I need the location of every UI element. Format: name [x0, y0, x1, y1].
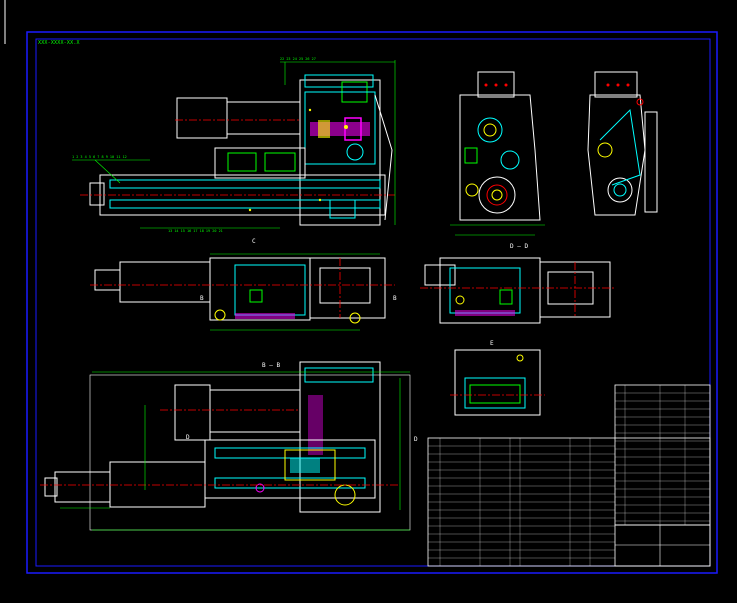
section-mark-d-left: D [186, 434, 190, 441]
section-label-c: C [252, 238, 256, 245]
section-mark-b-right: B [393, 295, 397, 302]
section-mark-b-left: B [200, 295, 204, 302]
section-bb-view [40, 361, 411, 531]
section-label-e: E [490, 340, 494, 347]
svg-text:22 23 24 25 26 27: 22 23 24 25 26 27 [280, 57, 316, 61]
section-label-dd: D — D [510, 243, 529, 250]
section-e-view [450, 349, 545, 416]
side-view-right [587, 71, 658, 216]
svg-text:1 2 3 4 5 6 7 8 9 10 11 12: 1 2 3 4 5 6 7 8 9 10 11 12 [72, 155, 127, 159]
section-dd-view [420, 257, 615, 324]
drawing-tag: XXX-XXXX-XX.X [38, 40, 80, 46]
svg-text:13 14 15 16 17 18 19 20 21: 13 14 15 16 17 18 19 20 21 [168, 229, 223, 233]
drawing-frame [35, 38, 711, 567]
side-view-left [450, 71, 545, 236]
sheet-border [26, 31, 718, 574]
section-c-view [90, 253, 395, 331]
main-assembly-view: 1 2 3 4 5 6 7 8 9 10 11 12 13 14 15 16 1… [72, 57, 396, 233]
section-mark-d-right: D [414, 436, 418, 443]
parts-list-table [427, 384, 711, 567]
section-label-bb: B — B [262, 362, 281, 369]
